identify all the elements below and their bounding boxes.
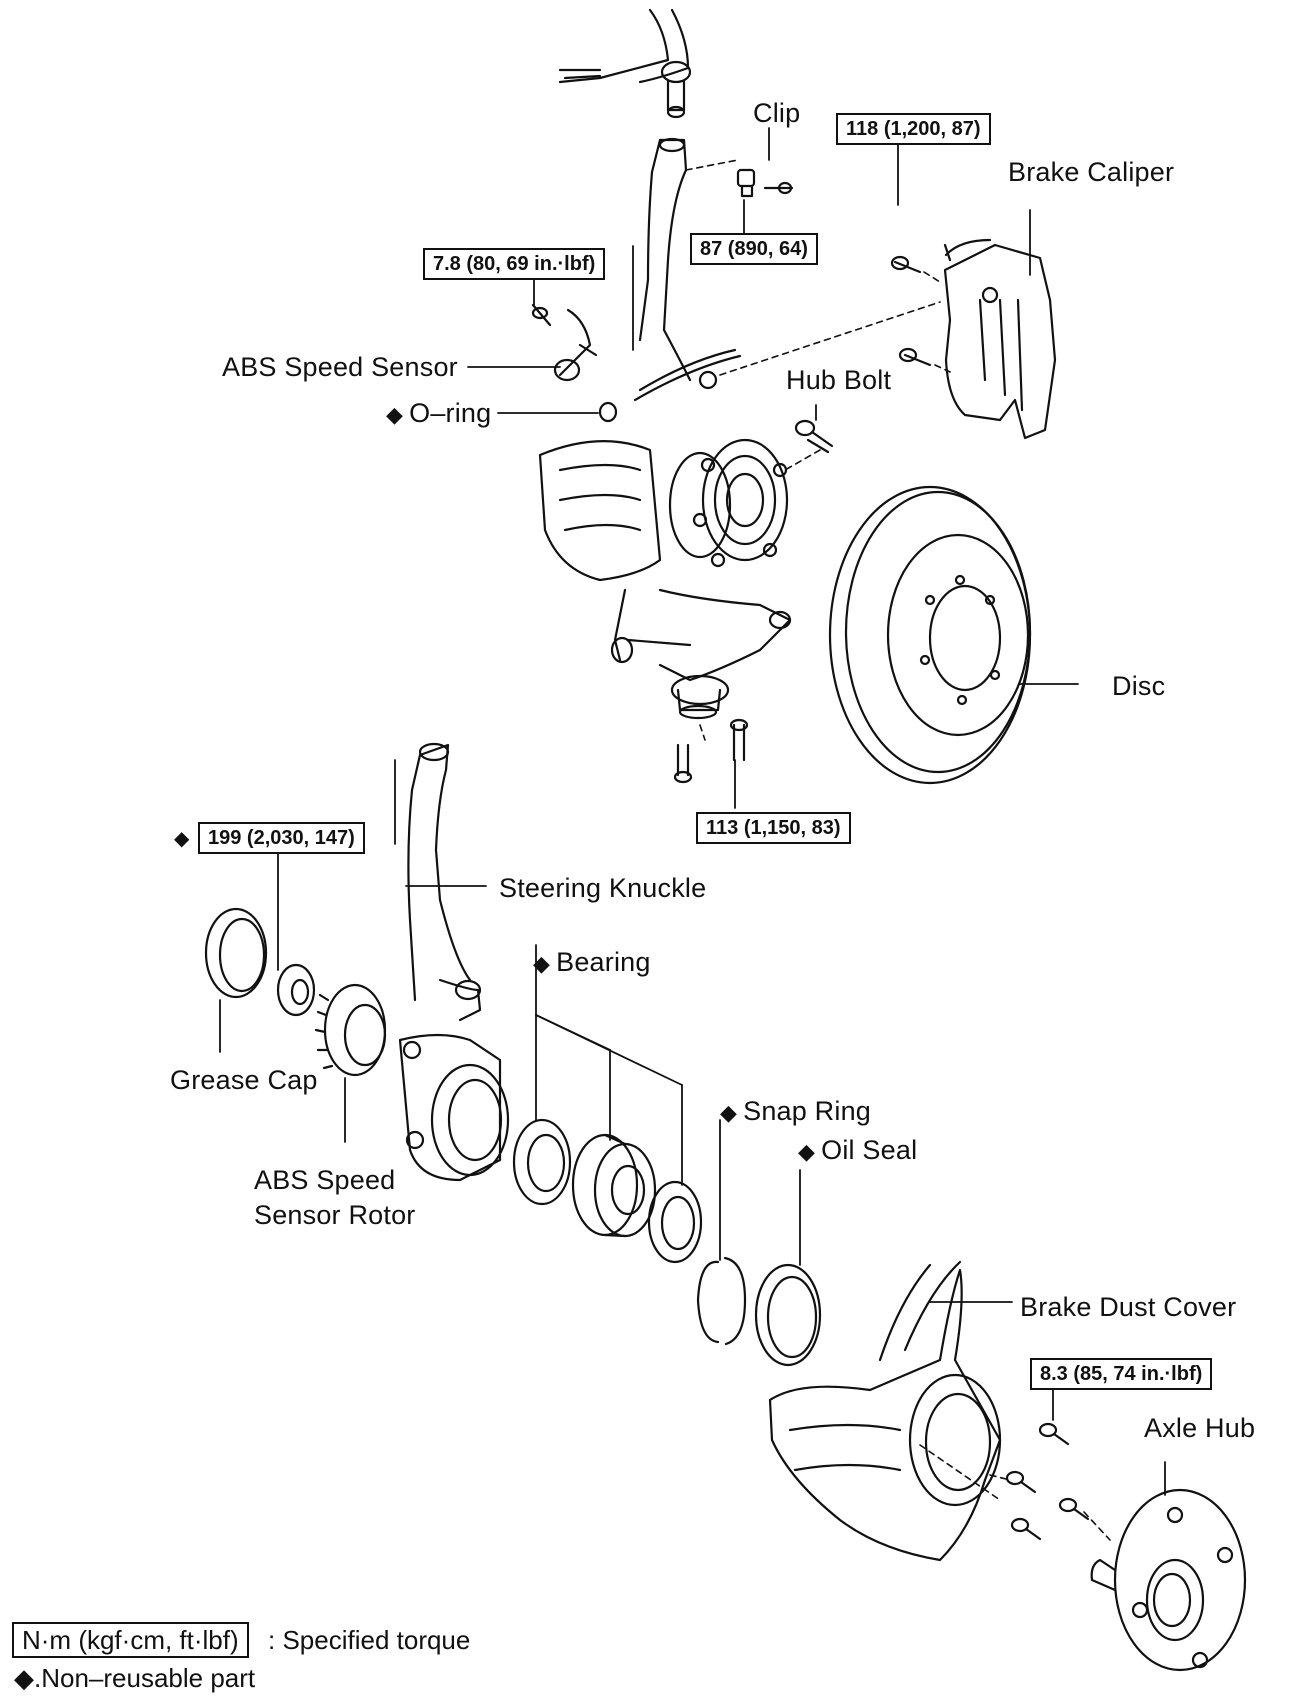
- bearing-drawing: [512, 1118, 703, 1264]
- assembly-guide-lines: [685, 159, 1111, 1541]
- torque-8-3-box: 8.3 (85, 74 in.·lbf): [1030, 1358, 1213, 1390]
- non-reusable-mark: ◆: [798, 1139, 816, 1164]
- lower-bolts-drawing: [673, 718, 749, 784]
- oil-seal-label: ◆Oil Seal: [798, 1135, 917, 1167]
- steering-knuckle-label: Steering Knuckle: [499, 873, 707, 903]
- bearing-label: ◆Bearing: [533, 947, 651, 979]
- non-reusable-mark: ◆: [720, 1100, 738, 1125]
- legend-unit-text: : Specified torque: [268, 1625, 471, 1655]
- abs-rotor-drawing: [314, 983, 387, 1077]
- oil-seal-drawing: [754, 1263, 822, 1367]
- torque-199-box: 199 (2,030, 147): [198, 822, 365, 854]
- legend-non-reusable-text: .Non–reusable part: [34, 1663, 256, 1693]
- brake-dust-cover-drawing: [768, 1260, 1002, 1562]
- clip-label: Clip: [753, 98, 801, 128]
- axle-hub-drawing: [1005, 1422, 1247, 1672]
- o-ring-text: O–ring: [409, 398, 492, 428]
- grease-cap-label: Grease Cap: [170, 1065, 318, 1095]
- clip-drawing: [736, 168, 794, 198]
- upper-arm-drawing: [558, 8, 692, 119]
- leader-lines: [219, 127, 1166, 1496]
- abs-sensor-drawing: [531, 303, 618, 423]
- torque-7-8-box: 7.8 (80, 69 in.·lbf): [423, 248, 606, 280]
- oil-seal-text: Oil Seal: [821, 1135, 918, 1165]
- non-reusable-mark: ◆: [14, 1663, 34, 1693]
- legend-unit-box: N·m (kgf·cm, ft·lbf): [12, 1622, 249, 1658]
- non-reusable-mark: ◆: [533, 951, 551, 976]
- grease-cap-drawing: [204, 907, 268, 999]
- non-reusable-mark-199: ◆: [174, 828, 190, 850]
- disc-label: Disc: [1112, 671, 1166, 701]
- abs-rotor-label-line2: Sensor Rotor: [254, 1200, 416, 1230]
- upper-steering-knuckle-drawing: [538, 137, 792, 720]
- hub-bolt-label: Hub Bolt: [786, 365, 892, 395]
- abs-speed-sensor-label: ABS Speed Sensor: [222, 352, 458, 382]
- hub-nut-drawing: [276, 963, 316, 1017]
- disc-drawing: [828, 485, 1032, 785]
- brake-dust-cover-label: Brake Dust Cover: [1020, 1292, 1237, 1322]
- steering-knuckle-drawing: [398, 742, 510, 1182]
- torque-113-box: 113 (1,150, 83): [696, 812, 851, 844]
- snap-ring-text: Snap Ring: [743, 1096, 872, 1126]
- abs-rotor-label-line1: ABS Speed: [254, 1165, 396, 1195]
- non-reusable-mark: ◆: [386, 402, 404, 427]
- torque-87-box: 87 (890, 64): [690, 233, 818, 265]
- axle-hub-label: Axle Hub: [1144, 1413, 1256, 1443]
- torque-118-box: 118 (1,200, 87): [836, 113, 991, 145]
- snap-ring-drawing: [696, 1256, 747, 1346]
- hub-bolt-drawing: [794, 419, 834, 454]
- snap-ring-label: ◆Snap Ring: [720, 1096, 871, 1128]
- o-ring-label: ◆O–ring: [386, 398, 491, 430]
- legend-non-reusable: ◆.Non–reusable part: [14, 1662, 255, 1694]
- brake-caliper-label: Brake Caliper: [1008, 157, 1175, 187]
- bearing-text: Bearing: [556, 947, 651, 977]
- brake-caliper-drawing: [890, 238, 1057, 440]
